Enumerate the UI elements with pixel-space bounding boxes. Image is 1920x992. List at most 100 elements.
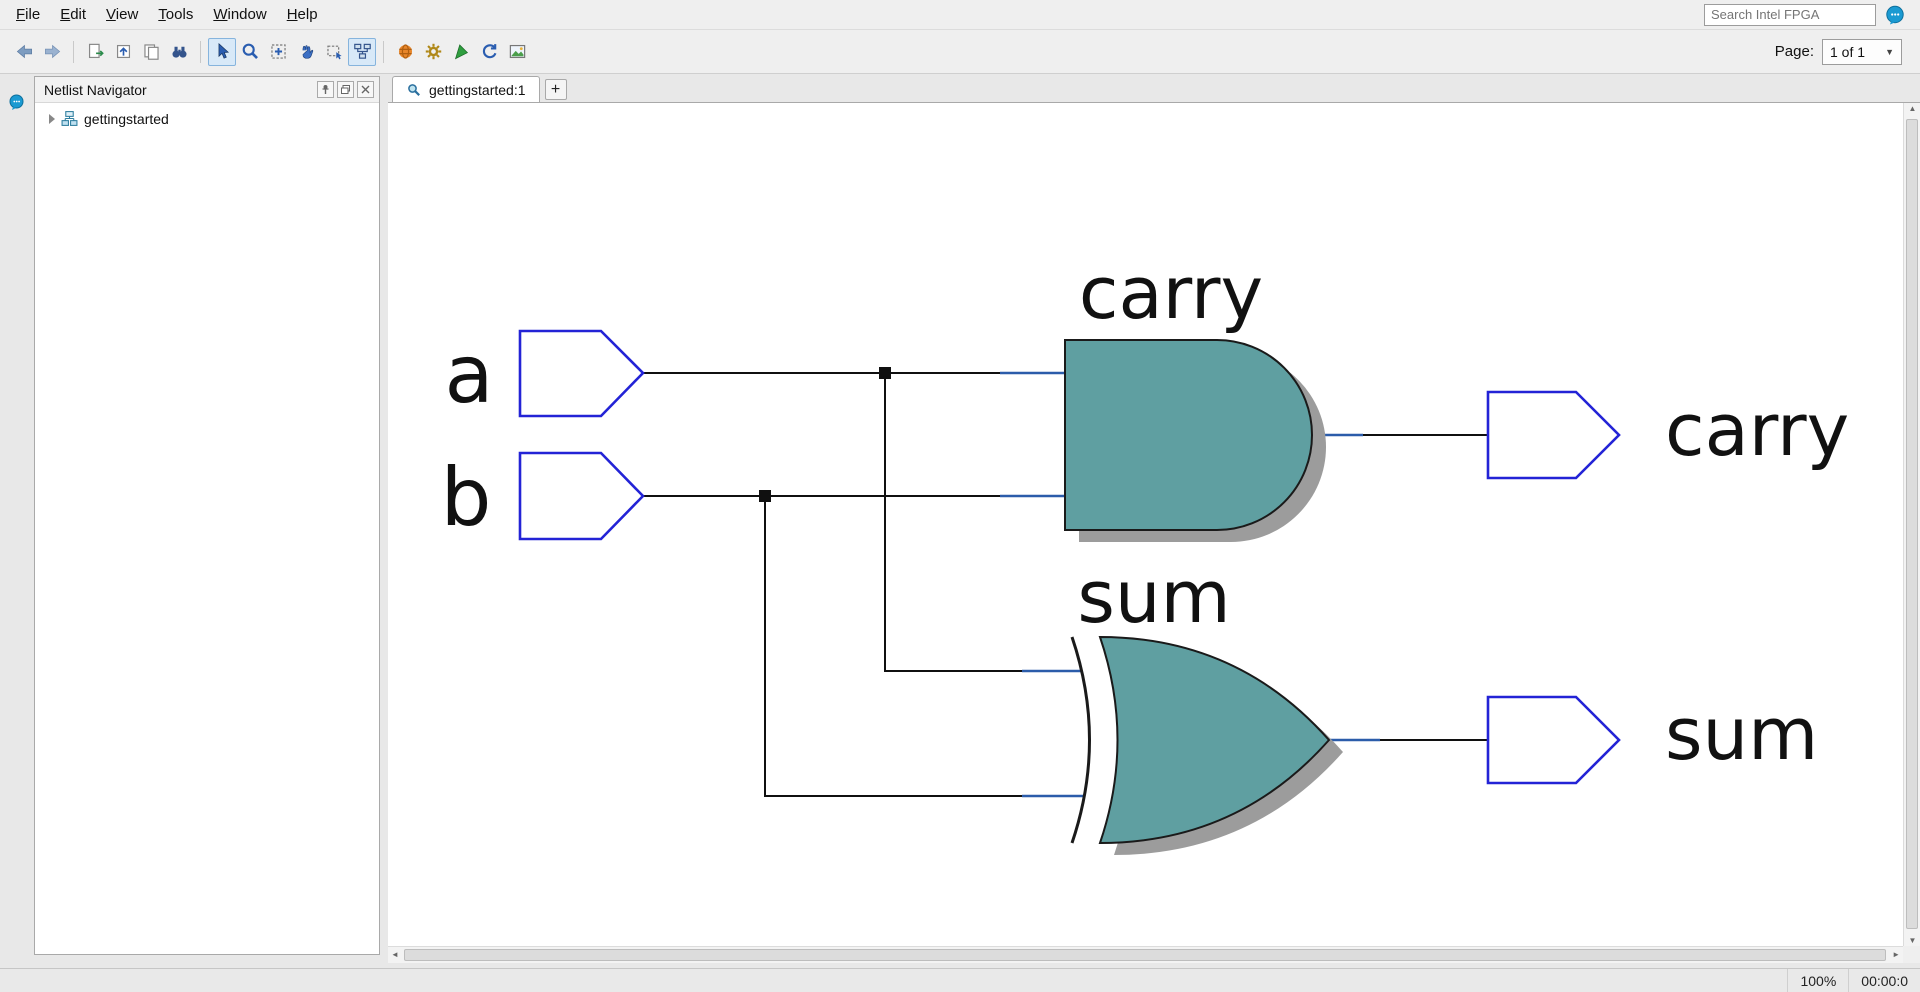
orange-globe-icon	[398, 44, 412, 59]
close-icon	[361, 85, 370, 94]
new-tab-button[interactable]: +	[544, 79, 567, 100]
back-arrow-icon	[16, 44, 32, 59]
menu-window[interactable]: Window	[213, 6, 267, 23]
tree-item-gettingstarted[interactable]: gettingstarted	[35, 103, 379, 134]
tab-gettingstarted-1[interactable]: gettingstarted:1	[392, 76, 540, 102]
float-icon	[341, 85, 350, 94]
xor-gate-body[interactable]	[1098, 635, 1331, 845]
find-button[interactable]	[165, 38, 193, 66]
page-selector[interactable]: 1 of 1 ▼	[1822, 38, 1902, 65]
netlist-navigator-toggle-button[interactable]	[348, 37, 376, 66]
scroll-right-arrow-icon[interactable]: ►	[1892, 950, 1900, 959]
refresh-icon	[482, 44, 496, 59]
toolbar: Page: 1 of 1 ▼	[0, 30, 1920, 74]
screenshot-button[interactable]	[503, 38, 531, 66]
netlist-navigator-header: Netlist Navigator	[35, 77, 379, 103]
gear-icon	[425, 43, 441, 60]
go-up-hierarchy-button[interactable]	[109, 38, 137, 66]
xor-gate-crescent	[1072, 637, 1118, 843]
settings-button[interactable]	[419, 38, 447, 66]
fit-in-window-button[interactable]	[264, 38, 292, 66]
vertical-scrollbar-thumb[interactable]	[1906, 119, 1918, 929]
tab-label: gettingstarted:1	[429, 81, 526, 98]
refresh-button[interactable]	[475, 38, 503, 66]
ports[interactable]	[518, 329, 1621, 785]
input-a-label: a	[444, 328, 493, 421]
wire-b-branch-to-xor[interactable]	[764, 496, 1022, 797]
rubber-band-select-button[interactable]	[320, 38, 348, 66]
rubber-band-icon	[326, 45, 342, 60]
back-button[interactable]	[10, 38, 38, 66]
page-label: Page:	[1774, 43, 1814, 60]
forward-button[interactable]	[38, 38, 66, 66]
export-netlist-button[interactable]	[81, 38, 109, 66]
menu-view[interactable]: View	[106, 6, 139, 23]
netlist-navigator-panel: Netlist Navigator gettingstarted	[34, 76, 380, 955]
page-value: 1 of 1	[1830, 43, 1866, 60]
copy-page-button[interactable]	[137, 38, 165, 66]
pan-tool-button[interactable]	[292, 38, 320, 66]
scroll-left-arrow-icon[interactable]: ◄	[391, 950, 399, 959]
export-document-icon	[88, 43, 104, 59]
toolbar-separator	[383, 40, 384, 63]
menu-help[interactable]: Help	[286, 6, 318, 23]
and-gate-body[interactable]	[1064, 339, 1313, 531]
world-view-button[interactable]	[391, 38, 419, 66]
output-port-sum[interactable]	[1486, 695, 1621, 785]
input-b-label: b	[441, 451, 492, 544]
vertical-scrollbar[interactable]: ▲ ▼	[1903, 103, 1920, 946]
horizontal-scrollbar[interactable]: ◄ ►	[388, 946, 1903, 963]
output-sum-label: sum	[1665, 692, 1818, 776]
menubar: File Edit View Tools Window Help	[0, 0, 1920, 30]
green-flag-icon	[454, 44, 468, 60]
statusbar: 100% 00:00:0	[0, 968, 1920, 992]
chat-bubble-icon[interactable]	[1884, 4, 1906, 26]
search-input[interactable]	[1704, 3, 1876, 26]
wire-a-branch-to-xor[interactable]	[884, 373, 1022, 672]
output-carry-label: carry	[1665, 388, 1849, 472]
binoculars-icon	[171, 46, 187, 58]
hand-icon	[302, 45, 313, 59]
net-wires[interactable]	[643, 372, 1488, 797]
horizontal-scrollbar-thumb[interactable]	[404, 949, 1886, 961]
rtl-viewer-icon	[408, 83, 420, 96]
highlight-button[interactable]	[447, 38, 475, 66]
elapsed-time: 00:00:0	[1848, 969, 1920, 992]
docked-messages-icon[interactable]	[8, 94, 25, 116]
panel-title: Netlist Navigator	[44, 81, 147, 98]
scroll-down-arrow-icon[interactable]: ▼	[1908, 936, 1917, 945]
menu-tools[interactable]: Tools	[158, 6, 194, 23]
toolbar-separator	[73, 40, 74, 63]
hierarchy-tree-icon	[353, 43, 371, 59]
netlist-tree: gettingstarted	[35, 103, 379, 134]
xor-gate-input-arc	[1070, 636, 1091, 844]
forward-arrow-icon	[44, 44, 60, 59]
toolbar-separator	[200, 40, 201, 63]
expand-caret-icon[interactable]	[49, 113, 55, 124]
up-hierarchy-icon	[116, 44, 130, 59]
output-port-carry[interactable]	[1486, 390, 1621, 480]
select-tool-button[interactable]	[208, 37, 236, 66]
menu-file[interactable]: File	[16, 6, 41, 23]
and-gate[interactable]: carry	[1064, 251, 1326, 542]
close-panel-button[interactable]	[357, 81, 374, 98]
and-gate-label: carry	[1079, 251, 1263, 335]
pin-panel-button[interactable]	[317, 81, 334, 98]
tree-item-label: gettingstarted	[84, 110, 169, 127]
menu-edit[interactable]: Edit	[60, 6, 87, 23]
scroll-up-arrow-icon[interactable]: ▲	[1908, 104, 1917, 113]
float-panel-button[interactable]	[337, 81, 354, 98]
chevron-down-icon: ▼	[1885, 46, 1894, 57]
cursor-icon	[218, 42, 229, 59]
net-junctions	[759, 367, 891, 502]
image-icon	[509, 44, 525, 59]
junction-b	[759, 490, 771, 502]
xor-gate[interactable]: sum	[1070, 555, 1343, 855]
zoom-tool-button[interactable]	[236, 38, 264, 66]
input-port-b[interactable]	[518, 451, 645, 541]
pages-icon	[143, 44, 159, 60]
schematic-canvas[interactable]: carry sum a b carry sum	[388, 103, 1903, 946]
junction-a	[879, 367, 891, 379]
zoom-level: 100%	[1787, 969, 1848, 992]
input-port-a[interactable]	[518, 329, 645, 418]
